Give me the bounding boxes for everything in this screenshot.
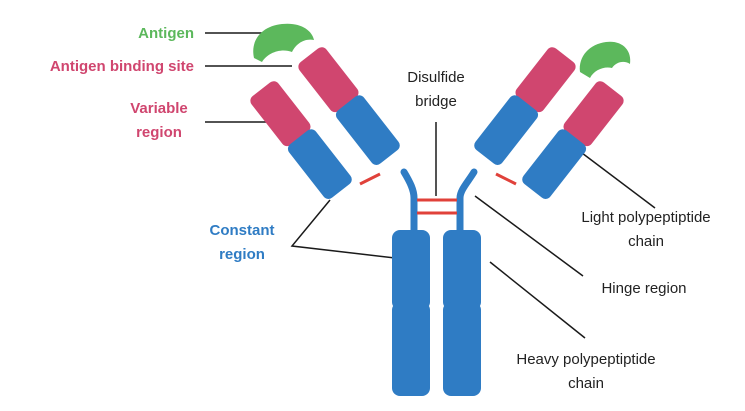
disulfide-bridge-left-arm [359, 172, 381, 186]
label-antigen: Antigen [138, 25, 194, 42]
label-variable-region-line1: Variable [130, 100, 188, 117]
leader-lines [205, 32, 656, 339]
left-light-variable-domain [250, 81, 311, 147]
label-antigen-binding-site: Antigen binding site [50, 58, 194, 75]
heavy-chain-stems [392, 230, 481, 396]
label-constant-region-line2: region [219, 246, 265, 263]
label-variable-region-line2: region [136, 124, 182, 141]
hinge-right [456, 168, 478, 236]
left-heavy-constant-domain [335, 95, 400, 165]
right-heavy-constant-domain [474, 95, 539, 165]
disulfide-bridges [359, 172, 517, 215]
left-fab-arm [250, 23, 400, 199]
left-antigen [253, 23, 314, 63]
label-heavy-chain-line1: Heavy polypeptiptide [516, 351, 655, 368]
left-heavy-variable-domain [298, 47, 359, 113]
heavy-chain-left-upper-segment [392, 230, 430, 310]
label-disulfide-bridge-line1: Disulfide [407, 69, 465, 86]
right-heavy-variable-domain [515, 47, 576, 113]
label-disulfide-bridge-line2: bridge [415, 93, 457, 110]
labels: Antigen Antigen binding site Variable re… [50, 25, 711, 392]
right-fab-arm [474, 41, 631, 199]
hinge-region [400, 168, 478, 236]
heavy-chain-right-lower-segment [443, 302, 481, 396]
label-light-chain-line1: Light polypeptiptide [581, 209, 710, 226]
label-heavy-chain-line2: chain [568, 375, 604, 392]
right-light-constant-domain [522, 129, 587, 199]
leader-light-chain [577, 149, 656, 209]
heavy-chain-left-lower-segment [392, 302, 430, 396]
right-antigen [579, 41, 631, 78]
hinge-left [400, 168, 418, 236]
leader-hinge-region [474, 195, 584, 277]
heavy-chain-right-upper-segment [443, 230, 481, 310]
leader-constant-region [290, 199, 396, 259]
left-light-constant-domain [287, 129, 352, 199]
label-hinge-region: Hinge region [601, 280, 686, 297]
disulfide-bridge-right-arm [495, 172, 517, 186]
leader-heavy-chain [489, 261, 586, 339]
label-constant-region-line1: Constant [210, 222, 275, 239]
label-light-chain-line2: chain [628, 233, 664, 250]
right-light-variable-domain [563, 81, 624, 147]
